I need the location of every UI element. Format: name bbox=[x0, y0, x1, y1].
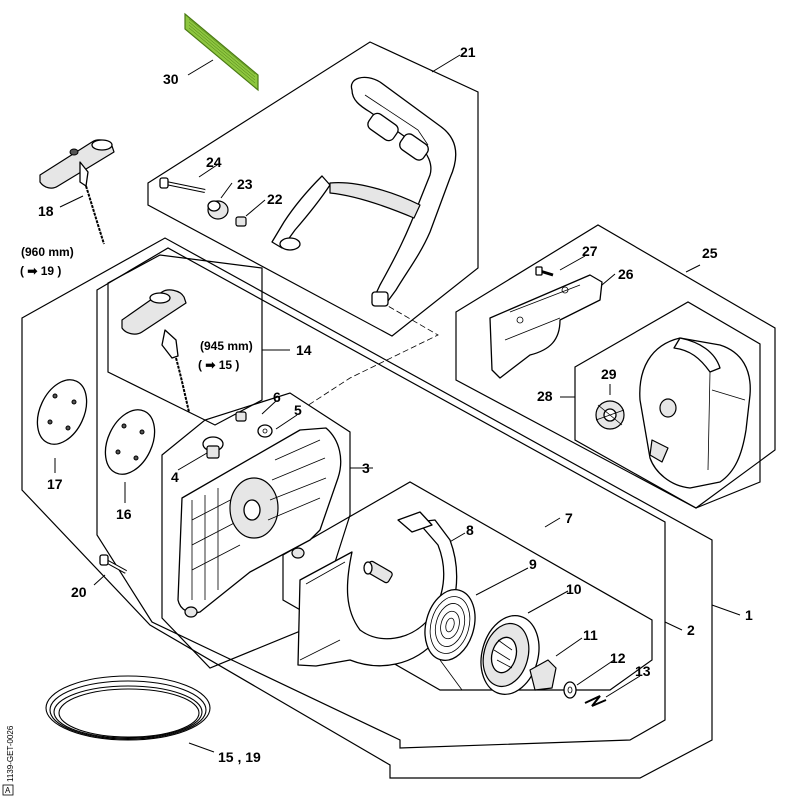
drawing-badge: A bbox=[5, 786, 11, 795]
cover-plate-part-26 bbox=[489, 274, 603, 379]
filter-disc-part-17 bbox=[36, 379, 88, 445]
callout-14: 14 bbox=[296, 342, 312, 358]
starter-housing-part bbox=[297, 511, 458, 667]
leader-lines bbox=[54, 54, 741, 753]
rope-rotor-part bbox=[480, 615, 540, 695]
callout-10: 10 bbox=[566, 581, 582, 597]
nut-part bbox=[235, 216, 247, 227]
callout-17: 17 bbox=[47, 476, 63, 492]
callout-29: 29 bbox=[601, 366, 617, 382]
screw-part-6 bbox=[235, 411, 247, 422]
hand-guard-part bbox=[271, 76, 457, 307]
grommet-part-4 bbox=[202, 436, 224, 459]
callout-26: 26 bbox=[618, 266, 634, 282]
drawing-code: 1139-GET-0026 bbox=[6, 725, 15, 782]
rope-length-note-18: (960 mm) bbox=[21, 245, 74, 259]
frame-assembly-2 bbox=[96, 247, 666, 749]
pawl-part bbox=[529, 659, 557, 691]
callout-21: 21 bbox=[460, 44, 476, 60]
callout-1: 1 bbox=[745, 607, 753, 623]
spindle-part bbox=[363, 560, 393, 584]
fan-housing-part bbox=[177, 427, 342, 618]
starter-grip-part-18 bbox=[39, 139, 115, 245]
frame-assembly-21 bbox=[147, 41, 479, 337]
rope-length-note-14: (945 mm) bbox=[200, 339, 253, 353]
callout-15-19: 15 , 19 bbox=[218, 749, 261, 765]
callout-28: 28 bbox=[537, 388, 553, 404]
callout-24: 24 bbox=[206, 154, 222, 170]
frame-assembly-3 bbox=[161, 392, 351, 669]
callout-18: 18 bbox=[38, 203, 54, 219]
callout-30: 30 bbox=[163, 71, 179, 87]
callout-9: 9 bbox=[529, 556, 537, 572]
rope-coil-part bbox=[45, 675, 211, 741]
callout-11: 11 bbox=[583, 627, 598, 643]
long-screw-part bbox=[159, 177, 206, 193]
frame-assembly-1 bbox=[21, 237, 713, 779]
callout-16: 16 bbox=[116, 506, 132, 522]
reference-note-18: ( ➡ 19 ) bbox=[20, 264, 61, 278]
callouts: 30 21 24 23 22 18 (960 mm) ( ➡ 19 ) 27 2… bbox=[20, 44, 753, 765]
washer-part-12 bbox=[563, 681, 577, 699]
callout-27: 27 bbox=[582, 243, 598, 259]
gear-part-29 bbox=[595, 400, 625, 430]
frame-assembly-28 bbox=[574, 301, 761, 509]
shroud-cover-part bbox=[639, 337, 751, 489]
washer-part-5 bbox=[257, 424, 273, 438]
callout-5: 5 bbox=[294, 402, 302, 418]
starter-grip-part-14 bbox=[121, 289, 190, 413]
filter-disc-part-16 bbox=[104, 409, 156, 475]
callout-4: 4 bbox=[171, 469, 179, 485]
screw-part-20 bbox=[99, 554, 127, 574]
buffer-part bbox=[207, 200, 229, 220]
callout-6: 6 bbox=[273, 389, 281, 405]
callout-25: 25 bbox=[702, 245, 718, 261]
decal-label-part bbox=[184, 12, 259, 92]
rewind-spring-part bbox=[424, 589, 476, 691]
callout-3: 3 bbox=[362, 460, 370, 476]
callout-20: 20 bbox=[71, 584, 87, 600]
frame-assembly-25 bbox=[455, 224, 776, 509]
callout-22: 22 bbox=[267, 191, 283, 207]
callout-8: 8 bbox=[466, 522, 474, 538]
callout-2: 2 bbox=[687, 622, 695, 638]
callout-7: 7 bbox=[565, 510, 573, 526]
drawing-badge-box bbox=[2, 784, 14, 796]
frame-assembly-14 bbox=[107, 254, 263, 426]
screw-part-27 bbox=[535, 266, 554, 277]
callout-13: 13 bbox=[635, 663, 651, 679]
reference-note-14: ( ➡ 15 ) bbox=[198, 358, 239, 372]
spring-clip-part bbox=[584, 695, 607, 707]
callout-12: 12 bbox=[610, 650, 626, 666]
callout-23: 23 bbox=[237, 176, 253, 192]
